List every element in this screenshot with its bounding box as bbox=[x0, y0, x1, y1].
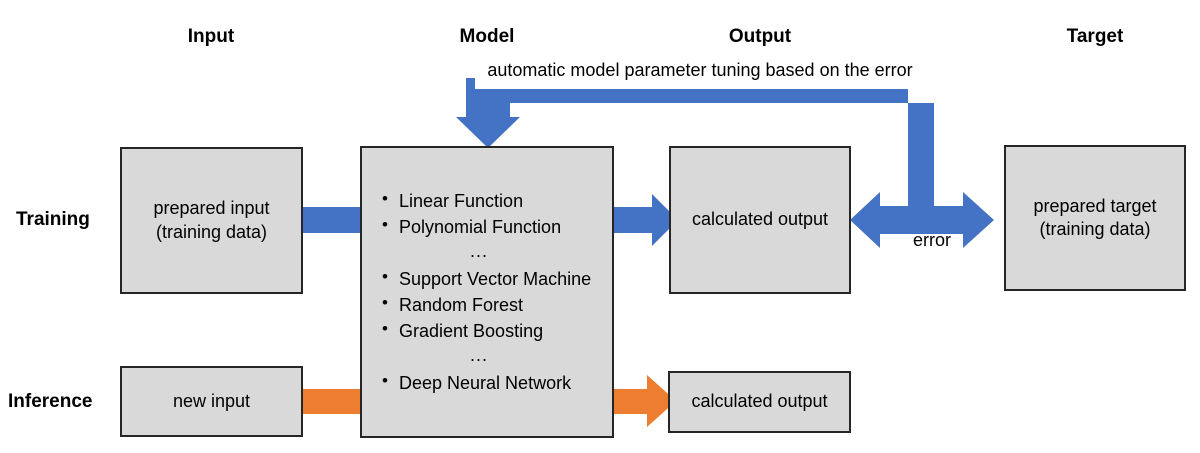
model-list-item: Gradient Boosting bbox=[382, 317, 606, 344]
box-calculated-output-training-label: calculated output bbox=[691, 209, 829, 230]
row-label-training: Training bbox=[16, 209, 90, 230]
model-list-item: Deep Neural Network bbox=[382, 369, 606, 396]
column-header-target: Target bbox=[1066, 26, 1124, 47]
box-calculated-output-inference[interactable]: calculated output bbox=[668, 371, 851, 433]
arrow-model-to-output-inference bbox=[613, 375, 676, 427]
box-prepared-target-label: prepared target (training data) bbox=[1033, 195, 1157, 239]
arrow-input-to-model-training bbox=[302, 207, 362, 233]
model-list-ellipsis: ... bbox=[469, 345, 488, 366]
column-header-output: Output bbox=[728, 26, 792, 47]
box-new-input[interactable]: new input bbox=[120, 366, 303, 437]
box-calculated-output-inference-label: calculated output bbox=[691, 391, 828, 412]
error-label: error bbox=[912, 230, 952, 250]
box-new-input-label: new input bbox=[172, 390, 251, 411]
feedback-caption: automatic model parameter tuning based o… bbox=[487, 60, 913, 80]
box-model[interactable]: Linear Function Polynomial Function ... … bbox=[360, 146, 614, 438]
box-calculated-output-training[interactable]: calculated output bbox=[669, 146, 851, 294]
model-algorithm-list: Linear Function Polynomial Function ... … bbox=[382, 187, 606, 397]
box-prepared-input-label: prepared input (training data) bbox=[153, 198, 270, 242]
arrow-input-to-model-inference bbox=[302, 389, 362, 414]
model-list-item: Support Vector Machine bbox=[382, 265, 606, 292]
box-prepared-input[interactable]: prepared input (training data) bbox=[120, 147, 303, 294]
model-list-item: Linear Function bbox=[382, 187, 606, 214]
model-list-item: Random Forest bbox=[382, 291, 606, 318]
column-header-input: Input bbox=[187, 26, 235, 47]
model-list-item: Polynomial Function bbox=[382, 213, 606, 240]
box-prepared-target[interactable]: prepared target (training data) bbox=[1004, 145, 1186, 291]
model-list-ellipsis: ... bbox=[469, 240, 488, 261]
column-header-model: Model bbox=[459, 26, 515, 47]
row-label-inference: Inference bbox=[8, 391, 93, 412]
